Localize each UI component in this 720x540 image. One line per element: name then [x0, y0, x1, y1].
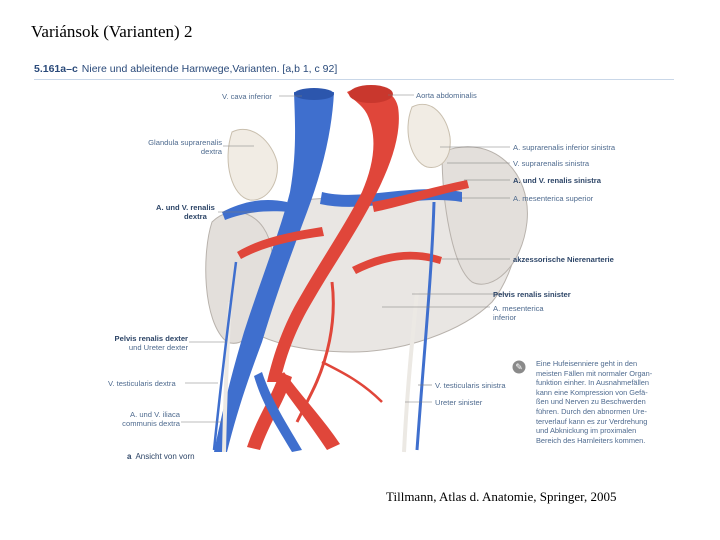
clinical-note: Eine Hufeisenniere geht in den meisten F… [536, 359, 666, 445]
figure-heading-text: Niere und ableitende Harnwege,Varianten.… [81, 63, 338, 75]
svg-text:✎: ✎ [515, 363, 523, 373]
label-pelvis-sin: Pelvis renalis sinister [493, 290, 571, 299]
note-line: terverlauf kann es zur Verdrehung [536, 416, 648, 426]
label-renalis-sin: A. und V. renalis sinistra [513, 176, 601, 185]
note-line: kann eine Kompression von Gefä- [536, 387, 648, 397]
note-line: Eine Hufeisenniere geht in den [536, 359, 638, 368]
label-aorta: Aorta abdominalis [416, 91, 477, 100]
iliac-artery-left [277, 372, 340, 450]
source-credit: Tillmann, Atlas d. Anatomie, Springer, 2… [386, 489, 617, 504]
label-pelvis-dexter: Pelvis renalis dexter und Ureter dexter [82, 334, 188, 352]
cava-opening [294, 88, 334, 100]
label-line: dextra [200, 147, 222, 156]
label-supra-v-sin: V. suprarenalis sinistra [513, 159, 590, 168]
label-mes-inf: A. mesenterica inferior [493, 304, 544, 322]
note-line: ßen und Nerven zu Beschwerden [536, 397, 646, 407]
caption-letter: a [127, 452, 132, 461]
heading-rule [34, 79, 674, 80]
left-suprarenal-gland [407, 103, 451, 168]
label-ureter-sin: Ureter sinister [435, 398, 483, 407]
label-line: dextra [184, 212, 207, 221]
note-line: meisten Fällen mit normaler Organ- [536, 368, 653, 378]
testicular-vein-right [212, 261, 238, 451]
label-mes-sup: A. mesenterica superior [513, 194, 594, 203]
leader-lines [181, 94, 510, 423]
label-line: Pelvis renalis dexter [114, 334, 188, 343]
label-glandula-dextra: Glandula suprarenalis dextra [94, 138, 222, 156]
label-line: und Ureter dexter [128, 343, 188, 352]
right-suprarenal-gland [227, 128, 278, 201]
ureter-sinister [402, 291, 419, 453]
renal-artery-left [372, 180, 469, 212]
label-renalis-dextra: A. und V. renalis dextra [156, 203, 215, 221]
label-line: inferior [493, 313, 517, 322]
label-akz: akzessorische Nierenarterie [513, 255, 614, 264]
note-line: und Abknickung im proximalen [536, 426, 637, 436]
label-line: A. und V. renalis [156, 203, 215, 212]
aorta-opening [349, 85, 393, 103]
note-line: Bereich des Harnleiters kommen. [536, 435, 646, 445]
testicular-vein-left [415, 201, 436, 451]
label-cava-inferior: V. cava inferior [222, 92, 272, 101]
label-test-sin: V. testicularis sinistra [435, 381, 506, 390]
label-supra-a-sin: A. suprarenalis inferior sinistra [513, 143, 616, 152]
label-line: A. mesenterica [493, 304, 544, 313]
label-testicularis-dextra: V. testicularis dextra [108, 379, 176, 388]
label-line: Glandula suprarenalis [148, 138, 222, 147]
caption-text: Ansicht von vorn [135, 452, 195, 461]
label-line: communis dextra [122, 419, 180, 428]
iliac-vein-left [254, 372, 302, 452]
horseshoe-kidney-illustration [181, 85, 528, 453]
renal-vein-right [222, 200, 290, 220]
clinical-note-icon: ✎ [512, 360, 526, 374]
note-line: funktion einher. In Ausnahmefällen [536, 378, 649, 388]
label-line: A. und V. iliaca [130, 410, 180, 419]
mesenteric-inferior-branch [321, 360, 383, 403]
vena-cava-inferior [214, 92, 334, 452]
renal-artery-right [237, 227, 324, 259]
note-line: führen. Durch den abnormen Ure- [536, 406, 647, 416]
slide-title: Variánsok (Varianten) 2 [31, 22, 193, 41]
aorta-abdominalis [267, 87, 399, 382]
label-iliaca: A. und V. iliaca communis dextra [106, 410, 180, 428]
figure-number: 5.161a–c [34, 63, 78, 75]
accessory-renal-artery [352, 251, 442, 274]
